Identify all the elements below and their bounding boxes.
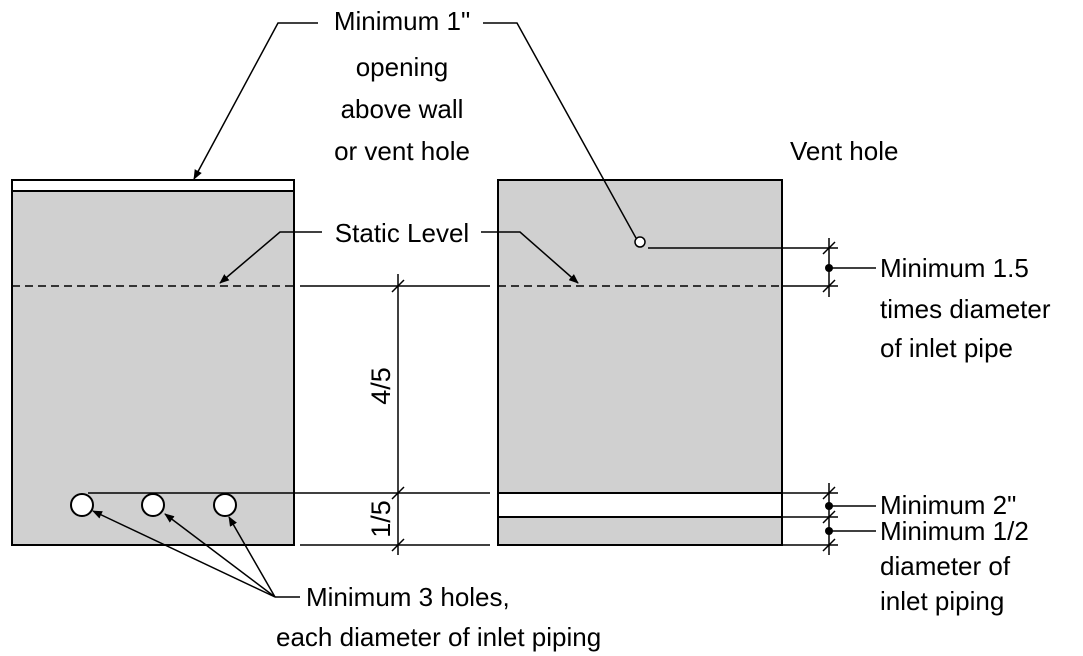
holes-leader-3 [228, 516, 276, 598]
holes-line-2: each diameter of inlet piping [276, 622, 601, 652]
dim-upper-label: 4/5 [366, 367, 396, 405]
holes-line-1: Minimum 3 holes, [306, 582, 510, 612]
min-half-line-1: Minimum 1/2 [880, 516, 1029, 546]
top-opening-line-3: above wall [341, 94, 464, 124]
right-wall-gap [497, 492, 783, 518]
min-2-label: Minimum 2" [880, 490, 1016, 520]
right-dimension [648, 238, 876, 555]
min-1-5-line-1: Minimum 1.5 [880, 253, 1029, 283]
min-1-5-line-3: of inlet pipe [880, 333, 1013, 363]
min-half-line-2: diameter of [880, 551, 1011, 581]
top-opening-line-1: Minimum 1" [334, 6, 470, 36]
dim-dot-gap [825, 502, 833, 510]
left-wall-top-opening [11, 179, 295, 192]
min-half-line-3: inlet piping [880, 586, 1004, 616]
left-wall-body [11, 190, 295, 546]
left-hole-3 [213, 493, 237, 517]
top-opening-label: Minimum 1" opening above wall or vent ho… [334, 6, 470, 166]
min-half-label: Minimum 1/2 diameter of inlet piping [880, 516, 1029, 616]
dim-dot-bottom [825, 527, 833, 535]
vent-hole-label: Vent hole [790, 136, 898, 166]
min-1-5-label: Minimum 1.5 times diameter of inlet pipe [880, 253, 1051, 363]
min-1-5-line-2: times diameter [880, 294, 1051, 324]
leader-lines [92, 22, 637, 598]
dim-dot-vent [825, 264, 833, 272]
top-opening-line-4: or vent hole [334, 136, 470, 166]
left-wall [11, 179, 295, 546]
right-wall-lower-body [497, 516, 783, 546]
static-level-leader-left [219, 231, 322, 284]
dim-lower-label: 1/5 [366, 500, 396, 538]
holes-label: Minimum 3 holes, each diameter of inlet … [276, 582, 601, 652]
top-opening-leader [193, 22, 318, 180]
right-wall-upper-body [497, 179, 783, 494]
static-level-label: Static Level [335, 218, 469, 248]
vent-hole-leader [483, 22, 637, 239]
center-dimension [88, 274, 490, 555]
left-hole-1 [70, 493, 94, 517]
holes-leader-1 [92, 510, 276, 598]
holes-leader-2 [164, 513, 276, 598]
vent-hole [634, 236, 646, 248]
right-wall [497, 179, 783, 546]
static-level-leader-right [481, 231, 579, 284]
top-opening-line-2: opening [356, 52, 449, 82]
left-hole-2 [141, 493, 165, 517]
